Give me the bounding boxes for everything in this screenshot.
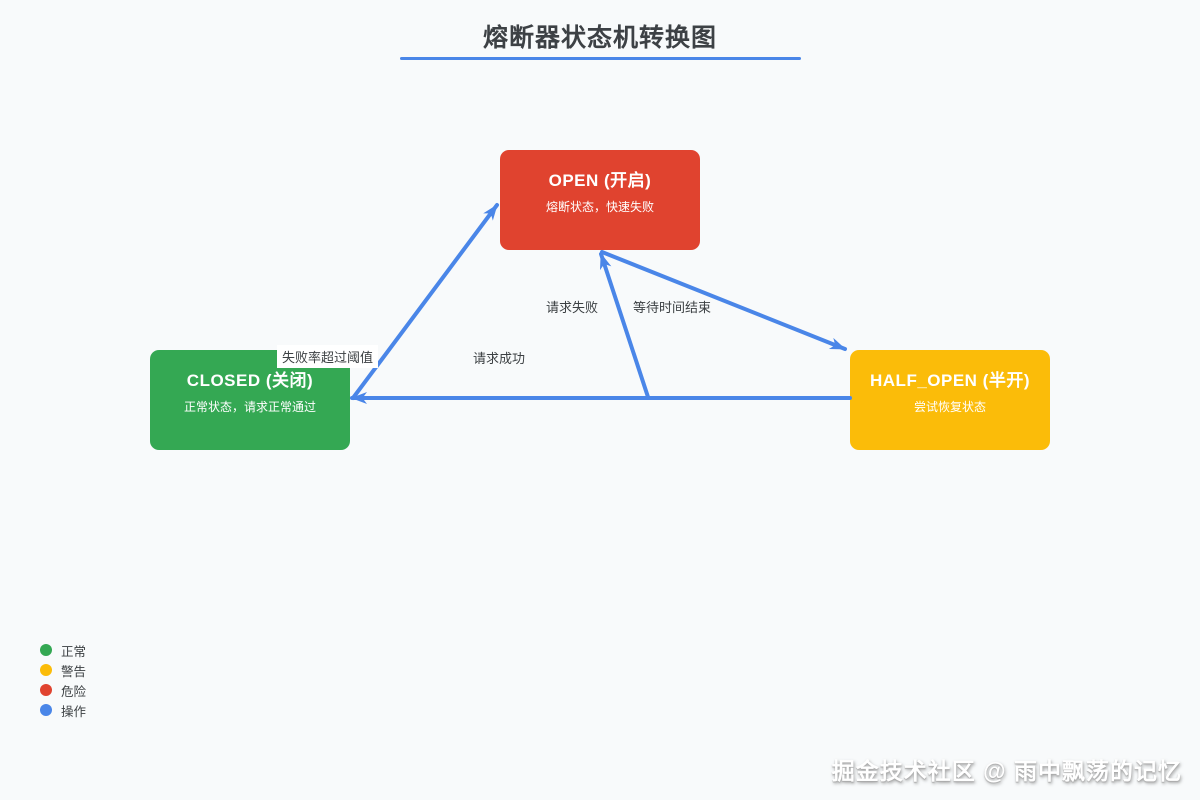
legend-dot-danger-icon	[40, 684, 52, 696]
state-node-open: OPEN (开启) 熔断状态，快速失败	[500, 150, 700, 250]
legend-label-operation: 操作	[61, 704, 87, 719]
legend: 正常 警告 危险 操作	[40, 640, 86, 720]
legend-item-warning: 警告	[40, 660, 86, 680]
edge-label-wait-time-end: 等待时间结束	[633, 300, 712, 315]
title-underline	[400, 57, 801, 60]
legend-item-operation: 操作	[40, 700, 86, 720]
state-node-open-subtitle: 熔断状态，快速失败	[545, 199, 654, 214]
state-node-halfopen-subtitle: 尝试恢复状态	[913, 399, 986, 414]
legend-dot-warning-icon	[40, 664, 52, 676]
edge-halfopen-to-open	[599, 252, 650, 399]
state-node-halfopen-title: HALF_OPEN (半开)	[870, 370, 1030, 390]
state-node-halfopen: HALF_OPEN (半开) 尝试恢复状态	[850, 350, 1050, 450]
edge-label-failure-threshold: 失败率超过阈值	[277, 345, 379, 368]
edge-label-request-success: 请求成功	[473, 351, 526, 366]
legend-dot-normal-icon	[40, 644, 52, 656]
state-node-open-title: OPEN (开启)	[548, 170, 652, 190]
edge-closed-to-open	[351, 203, 499, 400]
page-title: 熔断器状态机转换图	[482, 24, 717, 52]
state-node-closed-title: CLOSED (关闭)	[186, 370, 314, 390]
legend-label-normal: 正常	[61, 644, 87, 659]
edge-label-request-failed: 请求失败	[546, 300, 599, 315]
legend-dot-operation-icon	[40, 704, 52, 716]
watermark: 掘金技术社区 @ 雨中飘荡的记忆	[831, 758, 1182, 784]
legend-item-danger: 危险	[40, 680, 86, 700]
legend-label-danger: 危险	[61, 684, 87, 699]
state-node-closed-subtitle: 正常状态，请求正常通过	[183, 399, 316, 414]
legend-label-warning: 警告	[61, 664, 87, 679]
legend-item-normal: 正常	[40, 640, 86, 660]
